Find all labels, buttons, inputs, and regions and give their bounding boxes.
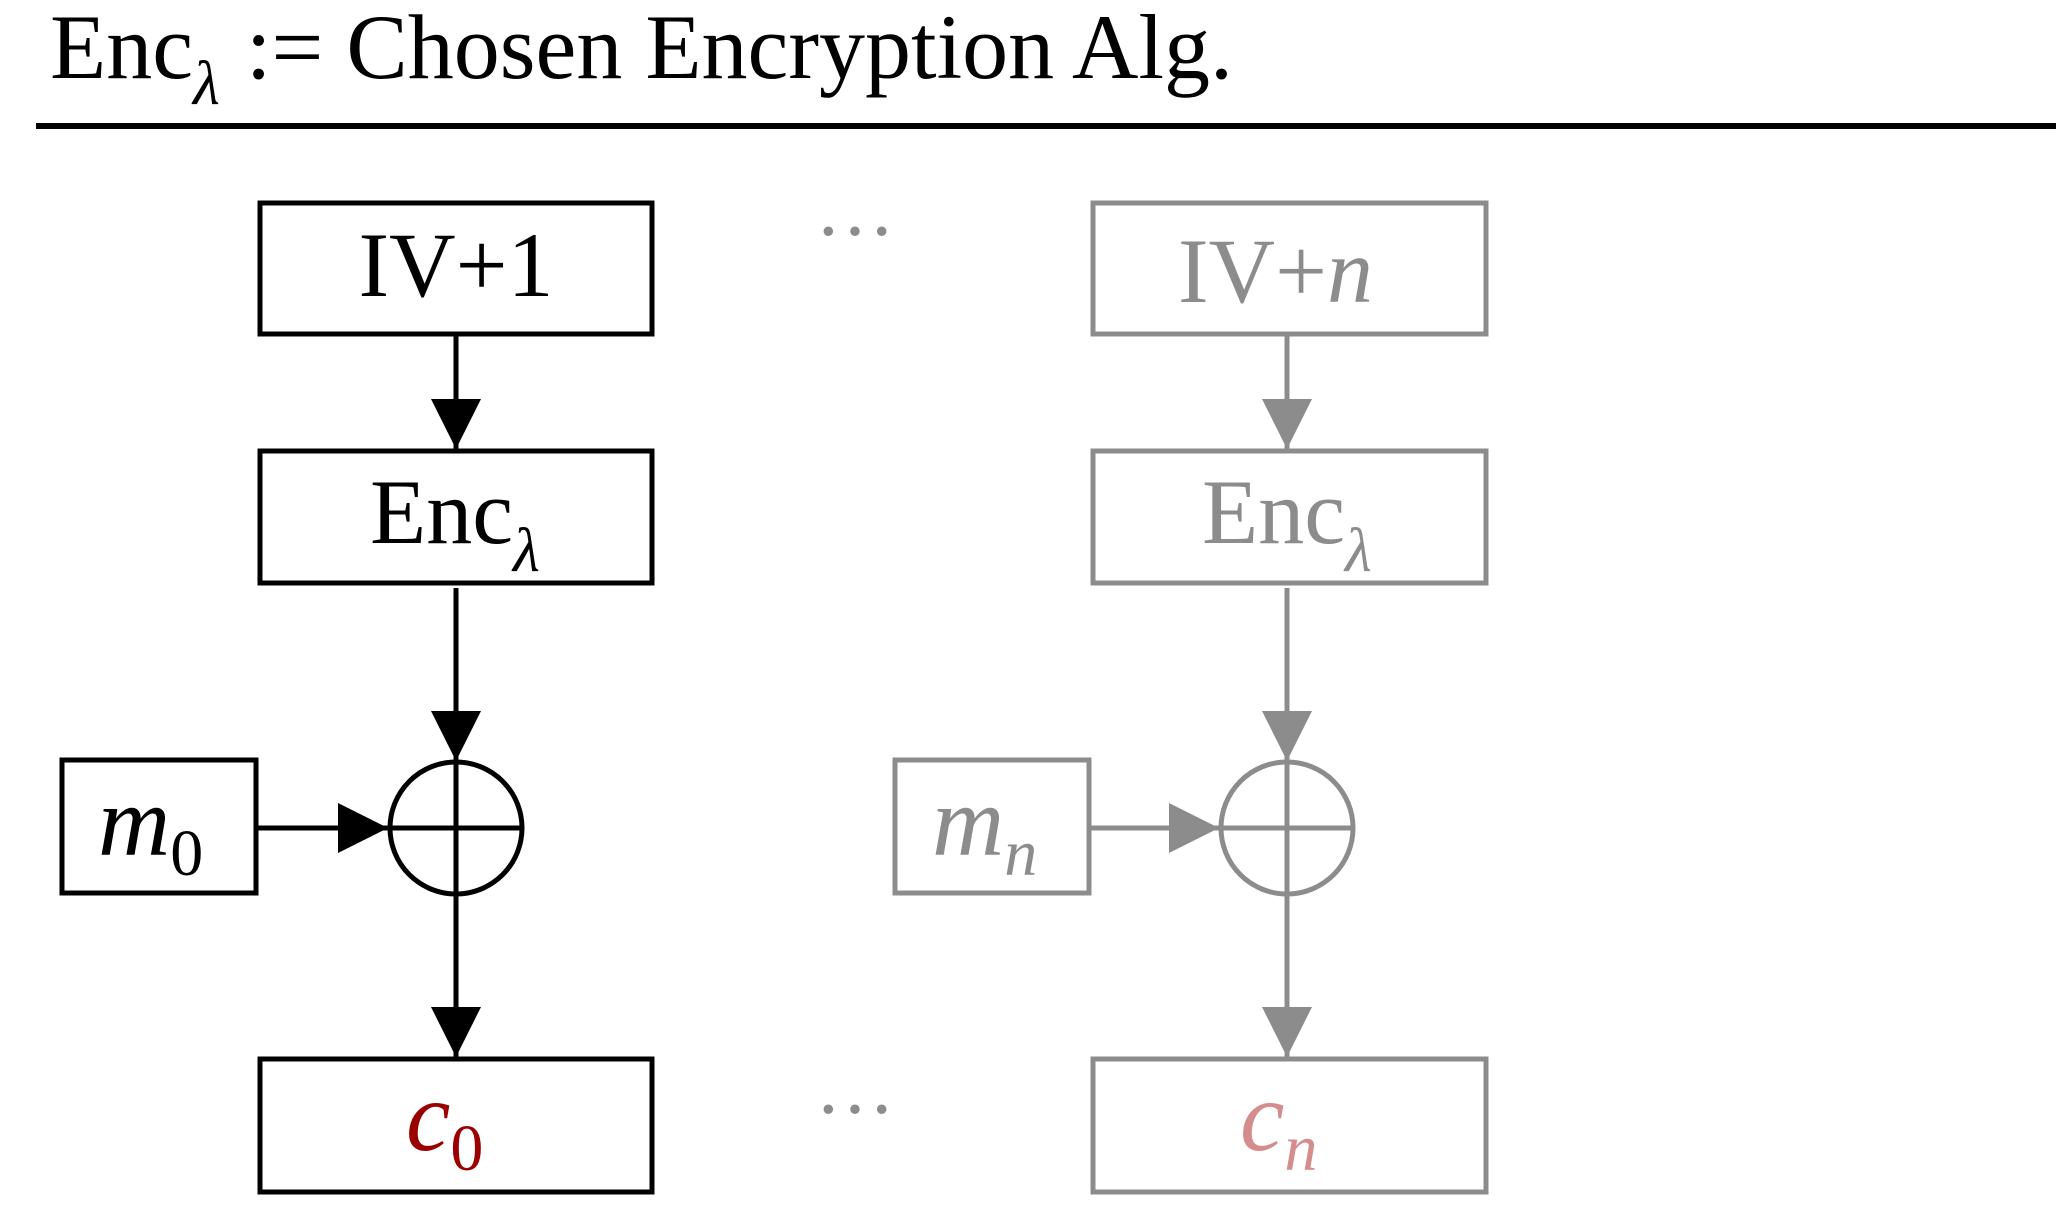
right-iv-box: [1090, 200, 1489, 337]
left-iv-label: IV+1: [359, 214, 554, 316]
right-cipher-box: [1090, 1056, 1489, 1195]
left-iv-box: [257, 200, 655, 337]
left-chain: IV+1 Encλ m0 c0: [59, 200, 655, 1195]
right-chain: IV+n Encλ mn cn: [892, 200, 1489, 1195]
right-cipher-label: cn: [1240, 1061, 1317, 1185]
left-cipher-box: [257, 1056, 655, 1195]
right-msg-box: [892, 757, 1092, 896]
left-cipher-c: c: [406, 1061, 450, 1172]
right-enc-lambda: λ: [1343, 517, 1372, 585]
right-msg-sub: n: [1004, 817, 1037, 890]
right-cipher-sub: n: [1284, 1112, 1317, 1185]
left-msg-label: m0: [98, 766, 203, 890]
right-iv-label: IV+n: [1178, 220, 1373, 322]
header-title: Encλ := Chosen Encryption Alg.: [50, 0, 1233, 118]
ellipsis-top: ···: [815, 188, 895, 276]
left-cipher-label: c0: [406, 1061, 483, 1185]
right-msg-label: mn: [932, 766, 1037, 890]
header-enc: Enc: [50, 0, 193, 98]
ellipsis-bottom: ···: [815, 1066, 895, 1154]
left-enc-text: Enc: [370, 461, 513, 563]
left-msg-m: m: [98, 766, 170, 877]
right-cipher-c: c: [1240, 1061, 1284, 1172]
right-iv-prefix: IV+: [1178, 220, 1327, 322]
right-enc-box: [1090, 448, 1489, 586]
left-enc-label: Encλ: [370, 461, 540, 585]
left-msg-box: [59, 757, 259, 896]
right-xor-icon: [1218, 759, 1356, 897]
right-enc-text: Enc: [1202, 461, 1345, 563]
right-enc-label: Encλ: [1202, 461, 1372, 585]
left-xor-icon: [387, 759, 525, 897]
header-rest: := Chosen Encryption Alg.: [246, 0, 1233, 98]
right-msg-m: m: [932, 766, 1004, 877]
left-enc-box: [257, 448, 655, 586]
left-cipher-sub: 0: [450, 1112, 483, 1185]
left-msg-sub: 0: [170, 817, 203, 890]
right-iv-n: n: [1327, 220, 1373, 322]
header-lambda: λ: [191, 50, 220, 118]
left-enc-lambda: λ: [511, 517, 540, 585]
